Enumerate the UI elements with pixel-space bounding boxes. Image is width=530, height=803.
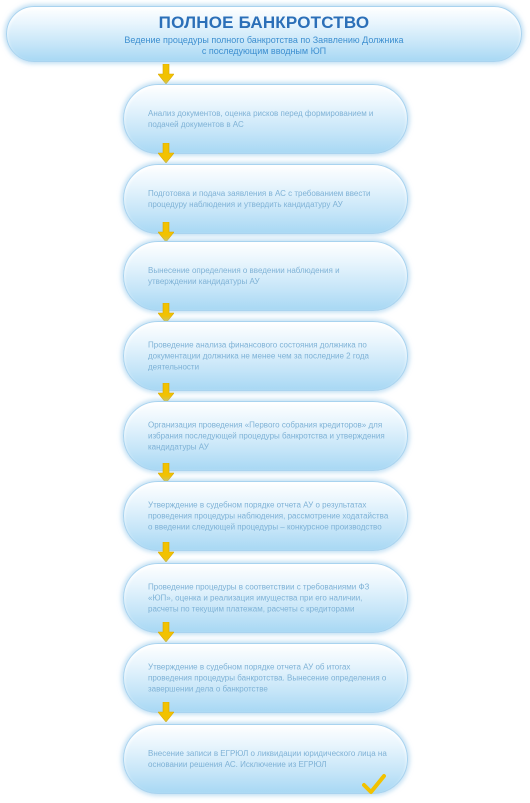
step-text: Утверждение в судебном порядке отчета АУ… [148,662,387,694]
step-3: Вынесение определения о введении наблюде… [123,241,408,311]
step-text: Проведение процедуры в соответствии с тр… [148,582,370,614]
step-4: Проведение анализа финансового состояния… [123,321,408,391]
step-2: Подготовка и подача заявления в АС с тре… [123,164,408,234]
step-text: Утверждение в судебном порядке отчета АУ… [148,500,389,532]
subtitle-line-2: с последующим вводным ЮП [201,46,327,56]
step-8: Утверждение в судебном порядке отчета АУ… [123,643,408,713]
arrow-down-icon [158,143,174,163]
step-1: Анализ документов, оценка рисков перед ф… [123,84,408,154]
arrow-down-icon [158,222,174,242]
step-text: Проведение анализа финансового состояния… [148,340,369,372]
arrow-down-icon [158,383,174,403]
arrow-down-icon [158,622,174,642]
step-9: Внесение записи в ЕГРЮЛ о ликвидации юри… [123,724,408,794]
title-banner: ПОЛНОЕ БАНКРОТСТВО Ведение процедуры пол… [6,6,522,62]
arrow-down-icon [158,463,174,483]
step-text: Вынесение определения о введении наблюде… [148,266,340,286]
arrow-down-icon [158,542,174,562]
step-6: Утверждение в судебном порядке отчета АУ… [123,481,408,551]
step-5: Организация проведения «Первого собрания… [123,401,408,471]
step-text: Организация проведения «Первого собрания… [148,420,385,452]
arrow-down-icon [158,303,174,323]
arrow-down-icon [158,702,174,722]
arrow-down-icon [158,64,174,84]
check-icon [362,774,386,794]
page-subtitle: Ведение процедуры полного банкротства по… [47,35,481,57]
step-text: Подготовка и подача заявления в АС с тре… [148,189,371,209]
step-7: Проведение процедуры в соответствии с тр… [123,563,408,633]
subtitle-line-1: Ведение процедуры полного банкротства по… [124,35,404,45]
page-title: ПОЛНОЕ БАНКРОТСТВО [158,13,370,32]
step-text: Анализ документов, оценка рисков перед ф… [148,109,374,129]
step-text: Внесение записи в ЕГРЮЛ о ликвидации юри… [148,749,387,769]
